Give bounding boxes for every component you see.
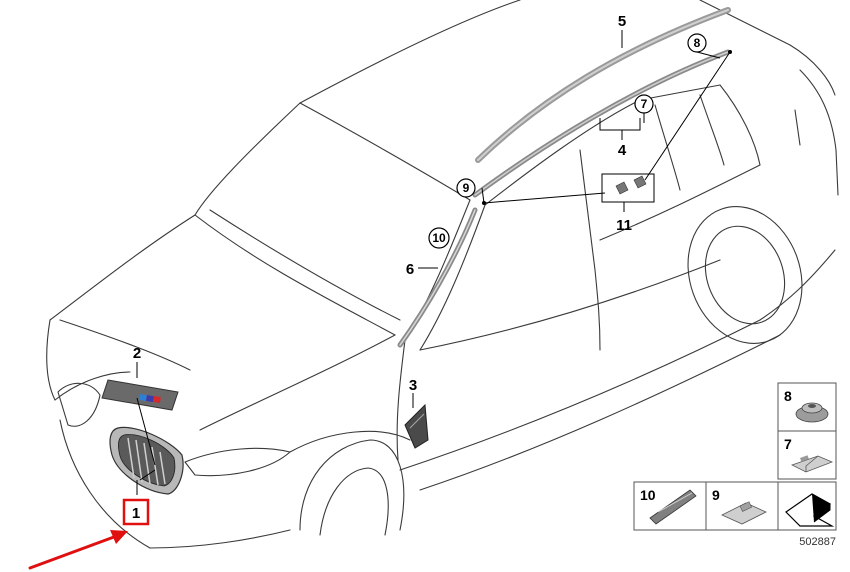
thumb-7-label: 7	[784, 436, 792, 452]
red-pointer-arrow	[28, 530, 128, 570]
callout-7-ring	[634, 94, 654, 114]
callout-7: 7	[641, 97, 648, 111]
clip-group-part	[601, 173, 655, 203]
callout-9: 9	[463, 181, 470, 195]
direction-arrow-icon	[785, 493, 835, 527]
seal-strip-icon	[649, 489, 697, 525]
thumb-8-label: 8	[784, 388, 792, 404]
callout-11: 11	[616, 217, 632, 234]
callout-6: 6	[406, 261, 414, 278]
car-outline	[46, 0, 839, 549]
callout-9-ring	[456, 178, 476, 198]
callout-4: 4	[618, 142, 627, 159]
model-badge-part	[101, 379, 179, 411]
a-pillar-trim-part	[397, 207, 478, 348]
thumbnail-panel: 8 7 10 9	[633, 382, 837, 548]
thumb-10-label: 10	[640, 487, 656, 503]
callout-1: 1	[132, 505, 140, 522]
callout-8: 8	[694, 36, 701, 50]
clip-icon	[790, 455, 834, 473]
callout-5: 5	[618, 13, 626, 30]
nut-icon	[795, 402, 829, 423]
roof-moulding-part	[472, 49, 731, 198]
callouts: 1 2 3 4 5 6 7 8 9 10 11	[122, 13, 707, 526]
callout-10: 10	[432, 231, 446, 245]
roof-rail-part	[475, 7, 731, 163]
callout-8-ring	[687, 33, 707, 53]
bracket-icon	[721, 501, 767, 525]
callout-2: 2	[133, 345, 141, 362]
fender-vent-part	[404, 403, 429, 449]
thumb-9-label: 9	[712, 487, 720, 503]
callout-3: 3	[409, 377, 417, 394]
callout-1-highlight-box	[122, 498, 150, 526]
callout-10-ring	[428, 227, 450, 249]
leader-lines	[136, 30, 732, 495]
reference-number: 502887	[799, 536, 836, 548]
kidney-grille-part	[109, 426, 184, 495]
